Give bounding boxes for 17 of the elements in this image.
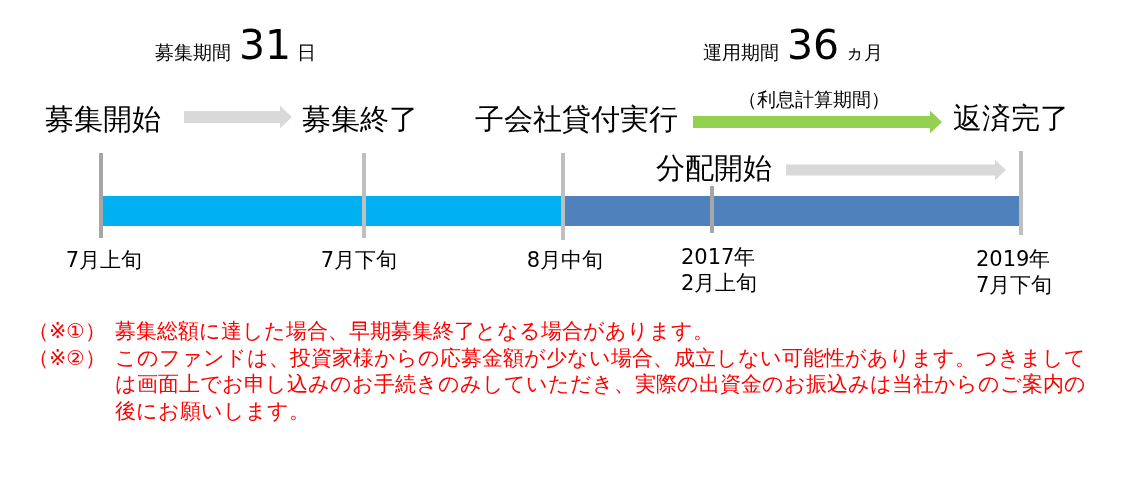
arrow	[693, 110, 942, 134]
note-text: このファンドは、投資家様からの応募金額が少ない場合、成立しない可能性があります。つきましては画面上でお申し込みのお手続きのみしていただき、実際の出資金のお振込みは当社からのご案内の後にお願いします。	[115, 344, 1087, 424]
milestone-label: 返済完了	[953, 101, 1069, 137]
arrow	[786, 159, 1006, 181]
date-label: 7月下旬	[320, 248, 398, 274]
date-label: 8月中旬	[526, 248, 604, 274]
milestone-label: 募集開始	[45, 102, 161, 138]
note-marker: （※②）	[28, 344, 106, 371]
note-marker: （※①）	[28, 318, 106, 345]
date-label: 7月上旬	[65, 248, 143, 274]
date-label: 2017年2月上旬	[681, 244, 759, 296]
milestone-label: 分配開始	[656, 151, 772, 187]
milestone-label: 子会社貸付実行	[475, 102, 678, 138]
arrow	[184, 105, 292, 129]
date-label: 2019年7月下旬	[976, 246, 1054, 298]
milestone-label: 募集終了	[302, 102, 418, 138]
note-text: 募集総額に達した場合、早期募集終了となる場合があります。	[115, 318, 714, 345]
